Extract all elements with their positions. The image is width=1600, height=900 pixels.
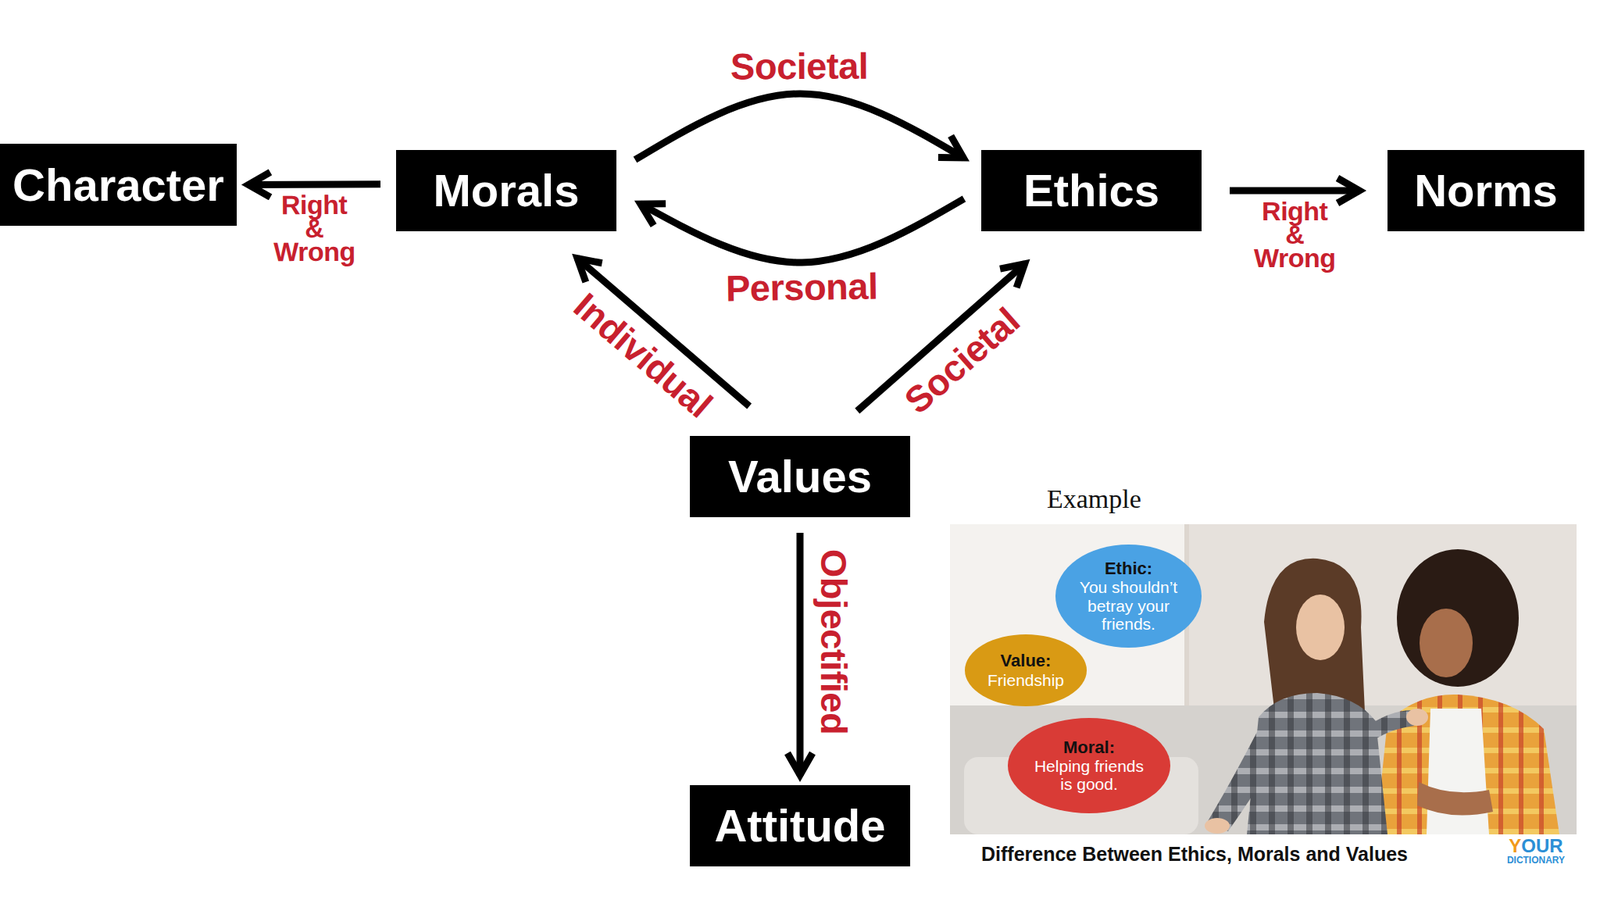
box-label: Values [728, 453, 872, 500]
speech-bubble: Moral:Helping friends is good. [1007, 717, 1171, 814]
connector-arrow [1229, 187, 1361, 195]
watermark-logo: YOUR DICTIONARY [1500, 836, 1572, 865]
hair [1396, 549, 1519, 687]
bubble-heading: Moral: [1063, 738, 1115, 758]
example-heading: Example [1046, 483, 1142, 515]
bubble-text: Ethic:You shouldn’t betray your friends. [1076, 559, 1182, 633]
concept-box: Ethics [981, 150, 1202, 232]
edge-label: Societal [730, 47, 868, 86]
connector-arrow [639, 198, 965, 263]
connector-arrow [796, 532, 804, 776]
edge-label-anchor: Societal [730, 47, 868, 86]
box-label: Norms [1414, 167, 1558, 214]
edge-label-anchor: Personal [725, 267, 879, 308]
face [1296, 594, 1345, 661]
connector-arrow [635, 93, 965, 160]
edge-label-anchor: Right & Wrong [273, 193, 356, 265]
caption-band [950, 834, 1577, 875]
edge-label-anchor: Right & Wrong [1253, 200, 1336, 271]
edge-label-anchor: Objectified [815, 549, 853, 735]
photo-caption: Difference Between Ethics, Morals and Va… [981, 842, 1408, 866]
person-left [1204, 558, 1429, 835]
concept-box: Values [689, 435, 911, 518]
edge-label: Objectified [815, 549, 853, 735]
edge-label-anchor: Individual [567, 286, 719, 424]
example-photo: ExampleDifference Between Ethics, Morals… [950, 524, 1577, 875]
person-right [1375, 549, 1560, 835]
bubble-heading: Ethic: [1104, 559, 1153, 579]
bubble-body: Friendship [987, 671, 1065, 690]
bubble-text: Moral:Helping friends is good. [1030, 738, 1148, 793]
concept-box: Morals [396, 150, 617, 232]
concept-box: Character [0, 143, 237, 226]
concept-box: Attitude [689, 785, 911, 867]
edge-label: Personal [725, 267, 879, 308]
box-label: Morals [433, 167, 580, 214]
edge-label: Right & Wrong [1253, 200, 1336, 271]
connector-arrow [247, 180, 381, 189]
concept-box: Norms [1387, 150, 1585, 232]
bubble-body: Helping friends is good. [1030, 757, 1148, 793]
bubble-ellipse [964, 634, 1087, 707]
bubble-heading: Value: [1000, 651, 1052, 671]
speech-bubble: Value:Friendship [964, 634, 1087, 707]
tee [1426, 708, 1490, 835]
hands [1417, 782, 1493, 816]
bubble-body: You shouldn’t betray your friends. [1076, 578, 1182, 633]
face [1419, 608, 1473, 678]
bubble-text: Value:Friendship [987, 651, 1065, 689]
bubble-ellipse [1055, 544, 1202, 648]
photo-background [950, 524, 1577, 875]
hand [1204, 817, 1230, 834]
box-label: Attitude [714, 803, 886, 849]
box-label: Ethics [1023, 167, 1160, 214]
speech-bubble: Ethic:You shouldn’t betray your friends. [1055, 544, 1202, 648]
edge-label: Individual [567, 286, 719, 424]
edge-label: Right & Wrong [273, 193, 356, 265]
box-label: Character [12, 162, 225, 208]
hand [1406, 708, 1429, 726]
arm [1207, 728, 1280, 832]
wall [950, 524, 1577, 875]
bubble-ellipse [1007, 717, 1171, 814]
